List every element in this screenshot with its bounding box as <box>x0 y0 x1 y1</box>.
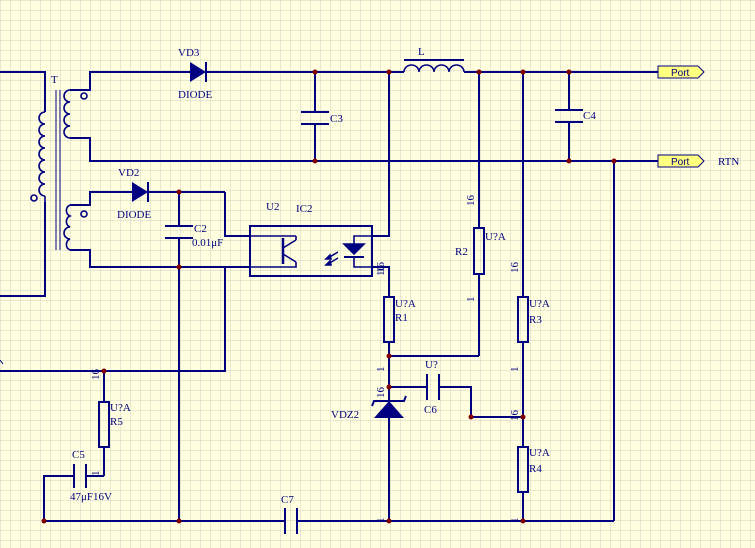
r4-part-label: U?A <box>529 447 550 459</box>
r4-label: R4 <box>529 463 542 475</box>
r3-part-label: U?A <box>529 298 550 310</box>
vd3-ref-label: VD3 <box>178 47 200 59</box>
r5-pin16-label: 16 <box>90 369 102 381</box>
capacitor-c2 <box>165 225 193 239</box>
u2-label: U2 <box>266 201 279 213</box>
vdz2-pin1-label: 1 <box>375 518 387 524</box>
c6-part-label: U? <box>425 359 438 371</box>
resistor-r4 <box>517 446 529 493</box>
c7-label: C7 <box>281 494 294 506</box>
port-output-return[interactable]: Port <box>657 154 705 168</box>
c5-value-label: 47μF16V <box>70 491 112 503</box>
r2-pin16-label: 16 <box>465 195 477 207</box>
r5-part-label: U?A <box>110 402 131 414</box>
port-output-positive[interactable]: Port <box>657 65 705 79</box>
c5-label: C5 <box>72 449 85 461</box>
r1-pin1-label: 1 <box>375 367 387 373</box>
resistor-r1 <box>383 296 395 343</box>
wires <box>0 71 658 522</box>
offscreen-label-fragment <box>0 359 4 365</box>
vdz2-pin16-label: 16 <box>375 387 387 399</box>
r1-part-label: U?A <box>395 298 416 310</box>
resistor-r5 <box>98 401 110 448</box>
r5-pin1-label: 1 <box>90 471 102 477</box>
vd3-type-label: DIODE <box>178 89 212 101</box>
port-label: Port <box>671 157 690 168</box>
r2-part-label: U?A <box>485 231 506 243</box>
r3-label: R3 <box>529 314 542 326</box>
optocoupler-ic2 <box>249 225 373 277</box>
r4-pin16-label: 16 <box>509 410 521 422</box>
r2-label: R2 <box>455 246 468 258</box>
r2-pin1-label: 1 <box>465 297 477 303</box>
r4-pin1-label: 1 <box>509 518 521 524</box>
capacitor-c3 <box>301 111 329 125</box>
resistor-r3 <box>517 296 529 343</box>
inductor-label: L <box>418 46 425 58</box>
c4-label: C4 <box>583 110 596 122</box>
capacitor-c6 <box>426 374 440 400</box>
c6-label: C6 <box>424 404 437 416</box>
r3-pin1-label: 1 <box>509 367 521 373</box>
c2-value-label: 0.01μF <box>192 237 223 249</box>
ic2-label: IC2 <box>296 203 313 215</box>
ic2-pin16-label: 16 <box>375 262 387 274</box>
vd2-ref-label: VD2 <box>118 167 139 179</box>
r1-pin16-label: 16 <box>375 265 387 277</box>
zener-vdz2 <box>371 395 407 418</box>
rtn-net-label: RTN <box>718 156 739 168</box>
vdz2-label: VDZ2 <box>331 409 359 421</box>
r1-label: R1 <box>395 312 408 324</box>
port-label: Port <box>671 68 690 79</box>
diode-vd2 <box>120 182 149 202</box>
inductor-l <box>403 59 465 73</box>
capacitor-c7 <box>284 508 298 534</box>
capacitor-c4 <box>555 109 583 123</box>
c3-label: C3 <box>330 113 343 125</box>
c2-label: C2 <box>194 223 207 235</box>
capacitor-c5 <box>73 464 87 488</box>
transformer-symbol <box>30 89 88 251</box>
vd2-type-label: DIODE <box>117 209 151 221</box>
resistor-r2 <box>473 227 485 275</box>
transformer-label: T <box>51 74 58 86</box>
junction-dots <box>41 69 617 524</box>
r5-label: R5 <box>110 416 123 428</box>
r3-pin16-label: 16 <box>509 262 521 274</box>
diode-vd3 <box>190 62 207 82</box>
